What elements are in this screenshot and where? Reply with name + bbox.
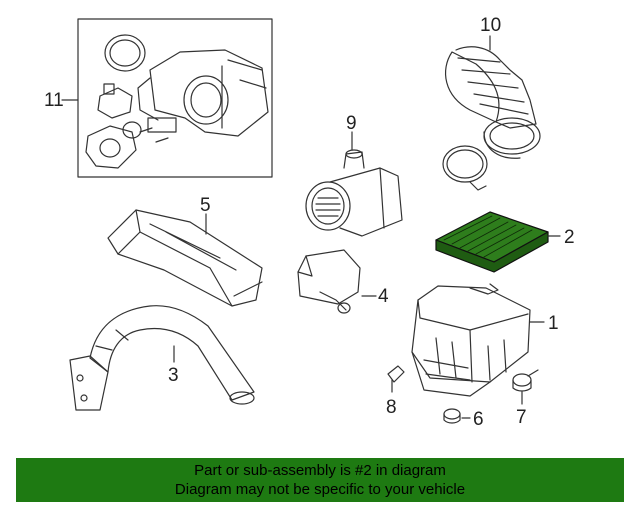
part-2-air-filter-highlighted (435, 211, 561, 273)
part-3-intake-pipe (69, 305, 255, 411)
callout-9: 9 (346, 113, 357, 134)
callout-2: 2 (564, 227, 575, 248)
part-5-upper-duct (107, 209, 263, 307)
part-1-air-cleaner-housing (411, 283, 545, 397)
part-6-grommet (443, 408, 471, 424)
banner-line-part: Part or sub-assembly is #2 in diagram (194, 462, 446, 479)
part-8-fitting (387, 365, 405, 393)
callout-1: 1 (548, 313, 559, 334)
banner-line-disclaimer: Diagram may not be specific to your vehi… (174, 481, 466, 498)
callout-4: 4 (378, 286, 389, 307)
part-7-mount (512, 369, 539, 405)
callout-8: 8 (386, 397, 397, 418)
callout-5: 5 (200, 195, 211, 216)
parts-diagram (61, 18, 561, 424)
callout-3: 3 (168, 365, 179, 386)
part-11-throttle-body-inset (61, 18, 273, 178)
callout-7: 7 (516, 407, 527, 428)
callout-11: 11 (44, 90, 64, 111)
callout-6: 6 (473, 409, 484, 430)
callout-10: 10 (480, 15, 502, 36)
part-4-resonator (297, 249, 377, 314)
info-banner: Part or sub-assembly is #2 in diagram Di… (16, 458, 624, 502)
part-10-intake-hose (442, 35, 541, 191)
part-9-air-flow-sensor (305, 131, 403, 237)
